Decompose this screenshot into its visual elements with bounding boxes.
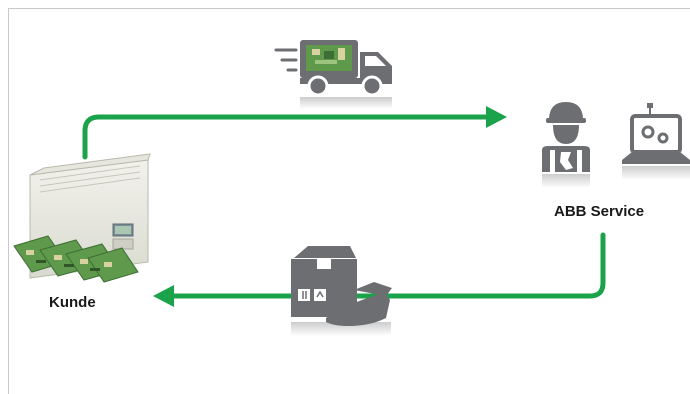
- outbound-arrow: [82, 106, 507, 160]
- frame-top-border: [8, 8, 690, 9]
- frame-left-border: [8, 8, 9, 394]
- abb-service-label: ABB Service: [554, 203, 645, 220]
- customer-label: Kunde: [49, 294, 96, 311]
- service-technician-icon: [542, 102, 590, 188]
- control-rack-icon: [13, 153, 151, 283]
- laptop-gear-icon: [622, 103, 690, 180]
- package-handover-icon: [291, 246, 392, 336]
- delivery-truck-icon: [274, 40, 392, 109]
- return-arrow: [153, 232, 606, 307]
